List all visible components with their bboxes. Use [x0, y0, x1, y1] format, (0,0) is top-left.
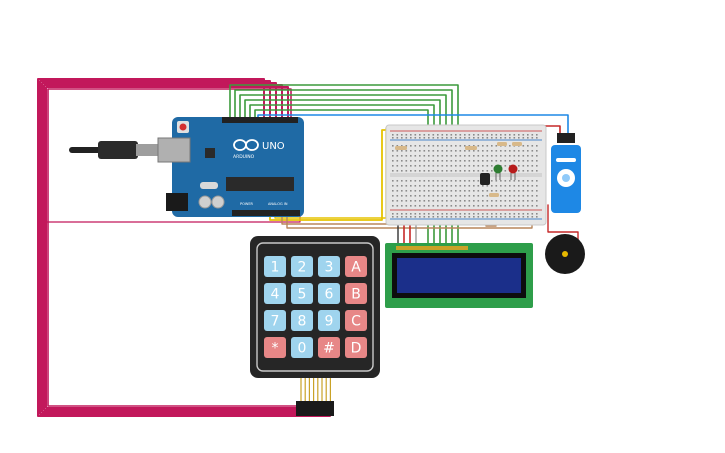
- keypad-key-label: 5: [298, 287, 307, 303]
- breadboard-holes: [392, 134, 538, 218]
- keypad-key[interactable]: A: [345, 256, 367, 277]
- keypad-key[interactable]: 4: [264, 283, 286, 304]
- keypad-key-label: 1: [271, 260, 280, 276]
- resistor[interactable]: [465, 146, 477, 150]
- keypad-key-label: 7: [271, 314, 280, 330]
- keypad-ribbon: [296, 401, 334, 416]
- resistor[interactable]: [395, 146, 407, 150]
- keypad-key[interactable]: C: [345, 310, 367, 331]
- breadboard[interactable]: [385, 124, 547, 226]
- resistor[interactable]: [489, 193, 499, 197]
- keypad-key-label: A: [351, 260, 361, 276]
- lcd-16x2[interactable]: [385, 243, 533, 308]
- keypad-key[interactable]: 0: [291, 337, 313, 358]
- led-red[interactable]: [508, 164, 518, 181]
- keypad-key[interactable]: 9: [318, 310, 340, 331]
- power-analog-header: [232, 210, 300, 216]
- keypad-key[interactable]: #: [318, 337, 340, 358]
- digital-header: [222, 117, 298, 123]
- keypad-key[interactable]: 3: [318, 256, 340, 277]
- sensor-component[interactable]: [480, 173, 490, 185]
- power-label: POWER: [240, 202, 254, 206]
- keypad-pins: [300, 378, 331, 401]
- usb-cable[interactable]: [69, 141, 162, 159]
- resistor[interactable]: [512, 142, 522, 146]
- keypad-key-label: #: [323, 341, 335, 357]
- keypad-key-label: 8: [298, 314, 307, 330]
- arduino-uno-board[interactable]: UNO ARDUINO POWER ANALOG IN: [157, 117, 304, 217]
- keypad-key[interactable]: B: [345, 283, 367, 304]
- keypad-key[interactable]: *: [264, 337, 286, 358]
- keypad-key-label: *: [272, 341, 279, 357]
- keypad-key[interactable]: 8: [291, 310, 313, 331]
- keypad-key-label: D: [351, 341, 362, 357]
- keypad-key[interactable]: 7: [264, 310, 286, 331]
- keypad-key-label: 3: [325, 260, 334, 276]
- keypad-key-label: 0: [298, 341, 307, 357]
- keypad-key[interactable]: 5: [291, 283, 313, 304]
- lcd-screen: [397, 258, 521, 293]
- resistor[interactable]: [497, 142, 507, 146]
- keypad-key-label: C: [351, 314, 361, 330]
- wire-keypad-bus-5[interactable]: [45, 86, 315, 409]
- lcd-pin-header: [396, 246, 468, 250]
- keypad-key-label: B: [351, 287, 361, 303]
- keypad-key[interactable]: 2: [291, 256, 313, 277]
- wires: [37, 78, 579, 417]
- wire-red-buzzer[interactable]: [547, 204, 579, 246]
- keypad-key[interactable]: 6: [318, 283, 340, 304]
- power-jack: [166, 193, 188, 211]
- capacitor: [211, 195, 225, 209]
- capacitor: [198, 195, 212, 209]
- wire-servo-signal[interactable]: [257, 114, 569, 136]
- led-green[interactable]: [493, 164, 503, 181]
- wire-keypad-bus-4[interactable]: [43, 84, 319, 411]
- keypad-key[interactable]: 1: [264, 256, 286, 277]
- keypad-key-label: 2: [298, 260, 307, 276]
- keypad-key-label: 4: [271, 287, 280, 303]
- keypad-key[interactable]: D: [345, 337, 367, 358]
- board-brand-label: ARDUINO: [233, 154, 255, 160]
- keypad-4x4[interactable]: 1 2 3 A 4 5 6 B 7 8 9 C * 0 # D: [250, 236, 380, 416]
- piezo-buzzer[interactable]: [545, 234, 585, 274]
- resistors: [395, 142, 522, 197]
- arduino-logo-icon: [233, 139, 259, 151]
- board-model-label: UNO: [262, 141, 285, 152]
- servo-connector: [557, 133, 575, 143]
- keypad-key-label: 9: [325, 314, 334, 330]
- atmega-chip: [226, 177, 294, 191]
- servo-motor[interactable]: [551, 133, 581, 213]
- usb-jack: [157, 137, 191, 163]
- analog-label: ANALOG IN: [268, 202, 288, 206]
- keypad-key-label: 6: [325, 287, 334, 303]
